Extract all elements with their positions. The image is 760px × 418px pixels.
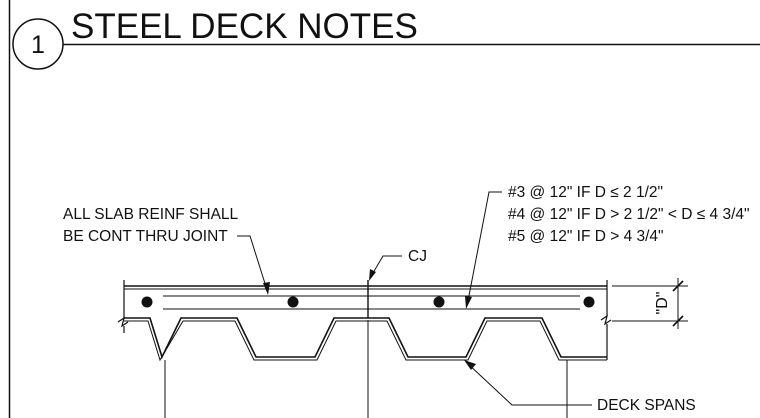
control-joint-label: CJ	[408, 248, 427, 265]
steel-deck-profile-inner	[124, 320, 607, 362]
bar-size-note-line3: #5 @ 12" IF D > 4 3/4"	[508, 228, 664, 245]
slab-break-left	[117, 316, 129, 328]
bar-size-note-line1: #3 @ 12" IF D ≤ 2 1/2"	[508, 184, 663, 201]
detail-number: 1	[31, 31, 45, 59]
deck-spans-label: DECK SPANS	[597, 397, 696, 414]
dimension-tick-top	[672, 280, 684, 292]
bar-size-notes: #3 @ 12" IF D ≤ 2 1/2" #4 @ 12" IF D > 2…	[465, 184, 750, 309]
deck-spans-leader	[465, 361, 592, 406]
rebar-section	[583, 296, 595, 308]
slab-reinf-leader	[237, 235, 269, 294]
control-joint-leader	[369, 255, 402, 279]
slab-section	[117, 280, 612, 418]
rebar-section	[141, 296, 153, 308]
bar-size-arrowhead	[465, 296, 472, 309]
steel-deck-profile	[124, 317, 607, 360]
detail-title: STEEL DECK NOTES	[71, 7, 418, 46]
deck-spans-arrowhead	[464, 360, 476, 370]
deck-spans-note: DECK SPANS	[464, 360, 696, 414]
slab-depth-dimension: "D"	[612, 278, 688, 329]
dimension-tick-bottom	[672, 315, 684, 327]
bar-size-leader	[466, 191, 502, 307]
control-joint-note: CJ	[369, 248, 427, 281]
bar-size-note-line2: #4 @ 12" IF D > 2 1/2" < D ≤ 4 3/4"	[508, 206, 750, 223]
rebar-section	[287, 296, 299, 308]
slab-break-right	[600, 314, 612, 326]
rebar-section	[433, 296, 445, 308]
slab-reinf-note: ALL SLAB REINF SHALL BE CONT THRU JOINT	[63, 206, 270, 295]
slab-reinf-arrowhead	[263, 282, 270, 295]
title-block: 1 STEEL DECK NOTES	[8, 0, 760, 418]
slab-reinf-note-line2: BE CONT THRU JOINT	[63, 228, 228, 245]
slab-reinf-note-line1: ALL SLAB REINF SHALL	[63, 206, 239, 223]
dimension-label: "D"	[654, 292, 671, 315]
control-joint-arrowhead	[369, 269, 376, 281]
